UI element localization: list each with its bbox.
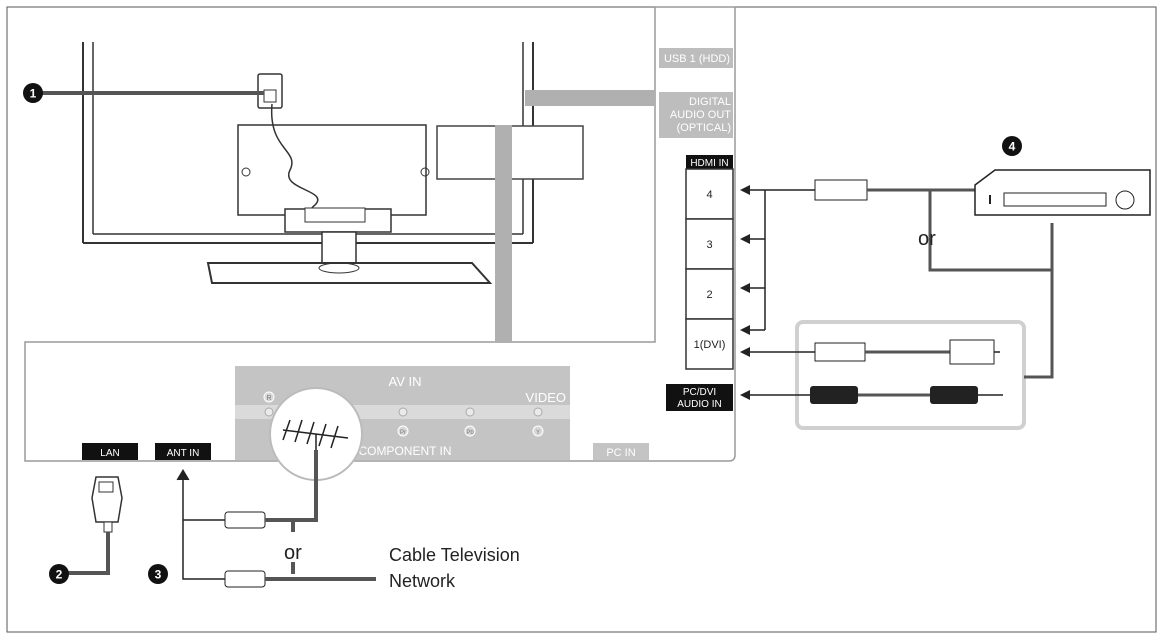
pc-cable-box: [795, 320, 1026, 430]
av-in-text: AV IN: [389, 374, 422, 389]
callout-3-text: 3: [155, 568, 162, 582]
hdmi-port-1: [685, 318, 734, 370]
hdmi-in-text: HDMI IN: [690, 158, 728, 169]
lan-label: [82, 443, 138, 460]
callout-1: 1: [23, 83, 43, 103]
hdmi-port-4: [685, 168, 734, 220]
callout-4-text: 4: [1009, 140, 1016, 154]
callout-2-text: 2: [56, 568, 63, 582]
hdmi-port-1-text: 1(DVI): [694, 339, 726, 351]
digital-audio-label: [659, 92, 733, 138]
callout-1-text: 1: [30, 87, 37, 101]
external-device: [974, 169, 1151, 216]
digital-audio-line3: (OPTICAL): [677, 122, 731, 134]
pb-text: Pb: [466, 430, 474, 436]
digital-audio-line1: DIGITAL: [689, 96, 731, 108]
usb-port-label: [659, 48, 733, 68]
hdmi-port-2: [685, 268, 734, 320]
component-in-text: COMPONENT IN: [358, 444, 451, 458]
pc-dvi-audio-line1: PC/DVI: [683, 387, 716, 398]
ant-in-label: [155, 443, 211, 460]
hdmi-arrows: [740, 179, 1054, 400]
hdmi-port-3: [685, 218, 734, 270]
or-antenna-text: or: [284, 542, 302, 564]
hdmi-port-4-text: 4: [706, 189, 712, 201]
pc-in-text: PC IN: [606, 447, 635, 459]
callout-4: 4: [1002, 136, 1022, 156]
video-text: VIDEO: [526, 390, 566, 405]
or-device-text: or: [918, 228, 936, 250]
guide-bar-vertical: [495, 125, 512, 343]
antenna-illustration: [269, 387, 363, 481]
tv-rear-body: [24, 6, 736, 462]
pc-cables: [742, 339, 1003, 404]
callout-3: 3: [148, 564, 168, 584]
hdmi-port-3-text: 3: [706, 239, 712, 251]
pc-dvi-audio-label: [666, 384, 733, 411]
hdmi-port-2-text: 2: [706, 289, 712, 301]
pc-in-label: [593, 443, 649, 460]
hdmi-ports: 4 3 2 1(DVI): [685, 168, 734, 370]
lan-text: LAN: [100, 448, 119, 459]
cable-network-line1: Cable Television: [389, 545, 520, 565]
pr-text: Pr: [400, 430, 406, 436]
cable-network-line2: Network: [389, 571, 456, 591]
antenna-cables: [176, 450, 376, 588]
ant-in-text: ANT IN: [167, 448, 200, 459]
digital-audio-line2: AUDIO OUT: [670, 109, 731, 121]
lan-connector: [58, 476, 123, 575]
tv-front: [82, 42, 584, 284]
pc-dvi-audio-line2: AUDIO IN: [677, 399, 721, 410]
guide-bar-horizontal: [525, 90, 655, 106]
outer-frame: [6, 6, 1157, 633]
usb-text: USB 1 (HDD): [664, 53, 730, 65]
callout-2: 2: [49, 564, 69, 584]
y-text: Y: [536, 430, 540, 436]
hdmi-in-label: [686, 155, 733, 169]
r-text: R: [266, 395, 271, 402]
